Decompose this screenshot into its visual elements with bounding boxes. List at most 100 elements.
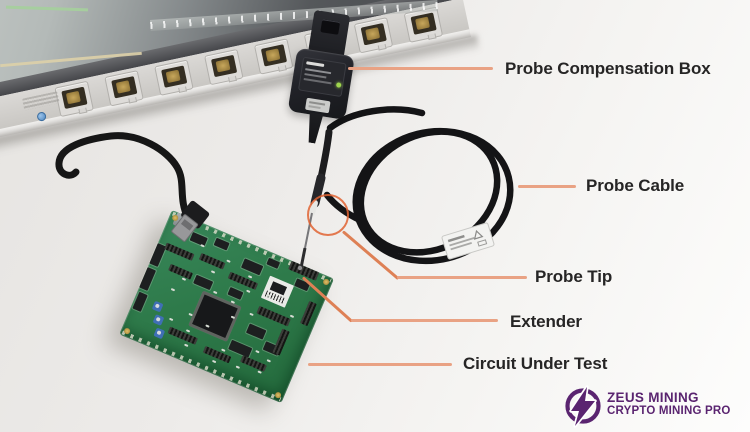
mounting-pad — [123, 327, 132, 336]
port-notch — [178, 86, 188, 93]
passive-component — [246, 289, 251, 293]
circuit-board — [119, 210, 335, 404]
passive-component — [247, 275, 253, 279]
passive-component — [170, 287, 176, 292]
ic-chip — [189, 231, 208, 247]
label-probe-tip: Probe Tip — [535, 267, 613, 286]
port-notch — [277, 65, 287, 72]
passive-component — [289, 314, 295, 319]
pin-header — [167, 326, 198, 345]
port-cavity — [111, 76, 138, 104]
port-cavity — [360, 23, 387, 51]
pin-header — [164, 242, 195, 261]
label-probe-cable: Probe Cable — [586, 176, 685, 195]
pin-header — [168, 263, 193, 280]
port-contacts — [265, 48, 281, 62]
port-contacts — [165, 69, 181, 84]
port-notch — [427, 33, 437, 40]
port-cavity — [161, 65, 188, 93]
pin-header — [272, 328, 290, 356]
compensation-box-body — [287, 47, 355, 120]
callout-line-circuit-under-test — [308, 363, 452, 366]
ic-chip — [241, 258, 264, 276]
probe-input-port — [253, 38, 294, 75]
passive-component — [266, 359, 272, 363]
passive-component — [168, 317, 174, 322]
mounting-pad — [322, 278, 331, 286]
trimmer-pot — [151, 300, 164, 313]
ic-chip — [213, 237, 230, 251]
connector-latch-button — [320, 19, 341, 35]
port-contacts — [415, 16, 431, 31]
probe-input-port — [104, 70, 144, 107]
callout-line-probe-compensation-box — [348, 67, 493, 70]
callout-line-probe-tip — [397, 276, 527, 279]
model-sticker — [304, 97, 331, 114]
passive-component — [181, 277, 187, 281]
status-led — [335, 82, 342, 88]
port-notch — [228, 75, 237, 83]
ic-chip — [132, 291, 148, 312]
port-notch — [377, 43, 387, 51]
probe-input-port — [204, 48, 244, 86]
usb-cable — [55, 132, 192, 222]
passive-component — [221, 348, 226, 352]
callout-line-probe-tip-diagonal — [342, 230, 400, 280]
watermark-line-1: ZEUS MINING — [607, 390, 699, 405]
ic-chip — [149, 243, 167, 267]
lightning-bolt-icon — [569, 385, 597, 428]
zeus-mining-logo — [565, 385, 601, 428]
passive-component — [188, 312, 193, 317]
watermark-line-2: CRYPTO MINING PRO — [607, 405, 731, 417]
trimmer-pot — [153, 327, 166, 340]
ic-chip — [227, 287, 244, 300]
cable-tag — [441, 222, 495, 260]
ic-chip — [139, 267, 157, 291]
port-notch — [78, 107, 88, 115]
passive-component — [235, 365, 241, 369]
pcb-components — [119, 210, 334, 403]
port-contacts — [365, 27, 381, 41]
port-notch — [128, 96, 138, 104]
ic-chip — [228, 339, 253, 358]
passive-component — [185, 329, 191, 333]
probe-cable-coil — [323, 106, 514, 265]
pin-header — [198, 252, 226, 270]
passive-component — [212, 290, 218, 295]
port-cavity — [260, 44, 288, 72]
port-contacts — [115, 80, 131, 94]
ic-chip — [266, 257, 281, 269]
mounting-pad — [274, 391, 283, 400]
brand-text-mark — [306, 61, 325, 67]
pin-header — [240, 355, 267, 372]
passive-component — [200, 244, 205, 248]
pin-header — [256, 305, 291, 327]
passive-component — [210, 270, 216, 274]
pin-header — [202, 345, 232, 364]
callout-line-extender — [351, 319, 498, 322]
compensation-box-label — [297, 56, 347, 98]
logo-circle — [565, 388, 601, 424]
probe-input-port — [154, 59, 194, 96]
passive-component — [249, 312, 254, 317]
pin-header — [300, 300, 317, 327]
passive-component — [184, 343, 189, 348]
port-contacts — [215, 58, 231, 73]
probe-input-port — [54, 80, 94, 118]
label-text-line — [303, 78, 332, 85]
passive-component — [211, 359, 217, 364]
callout-line-probe-cable — [518, 185, 576, 188]
port-cavity — [410, 12, 437, 40]
trimmer-pot — [152, 314, 165, 326]
passive-component — [226, 259, 231, 263]
ic-chip — [193, 274, 214, 291]
ic-chip — [245, 323, 267, 340]
port-cavity — [61, 86, 88, 115]
passive-component — [255, 349, 260, 354]
label-circuit-under-test: Circuit Under Test — [463, 354, 608, 373]
label-probe-compensation-box: Probe Compensation Box — [505, 59, 711, 78]
barcode-label-chip — [260, 275, 295, 308]
passive-component — [257, 370, 262, 374]
label-extender: Extender — [510, 312, 582, 331]
